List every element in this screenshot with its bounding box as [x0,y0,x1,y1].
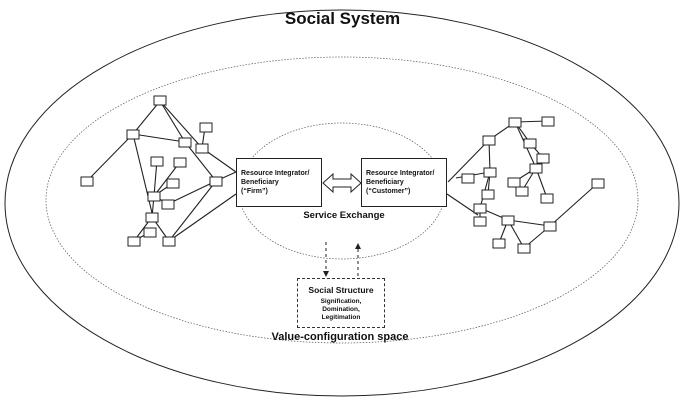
value-configuration-space-label: Value-configuration space [271,331,409,343]
left-actor-network [80,95,237,247]
customer-actor-line-3: (“Customer”) [366,188,411,196]
social-system-ring [4,9,680,397]
firm-actor-line-2: Beneficiary [241,179,279,187]
social-structure-box: Social Structure Signification, Dominati… [297,278,385,328]
firm-actor-line-3: (“Firm”) [241,188,268,196]
social-structure-title: Social Structure [308,285,374,295]
social-system-title: Social System [284,9,401,28]
exchange-arrow [322,172,362,194]
firm-actor-box: Resource Integrator/ Beneficiary (“Firm”… [236,158,322,207]
firm-actor-line-1: Resource Integrator/ [241,170,310,177]
customer-actor-line-2: Beneficiary [366,179,404,187]
service-exchange-label: Service Exchange [303,210,385,221]
value-configuration-space-ring [45,56,639,344]
customer-actor-line-1: Resource Integrator/ [366,170,435,177]
right-actor-network [446,116,605,254]
customer-actor-box: Resource Integrator/ Beneficiary (“Custo… [361,158,447,207]
signification-label: Signification, [320,298,362,305]
legitimation-label: Legitimation [321,314,361,322]
domination-label: Domination, [322,306,360,314]
